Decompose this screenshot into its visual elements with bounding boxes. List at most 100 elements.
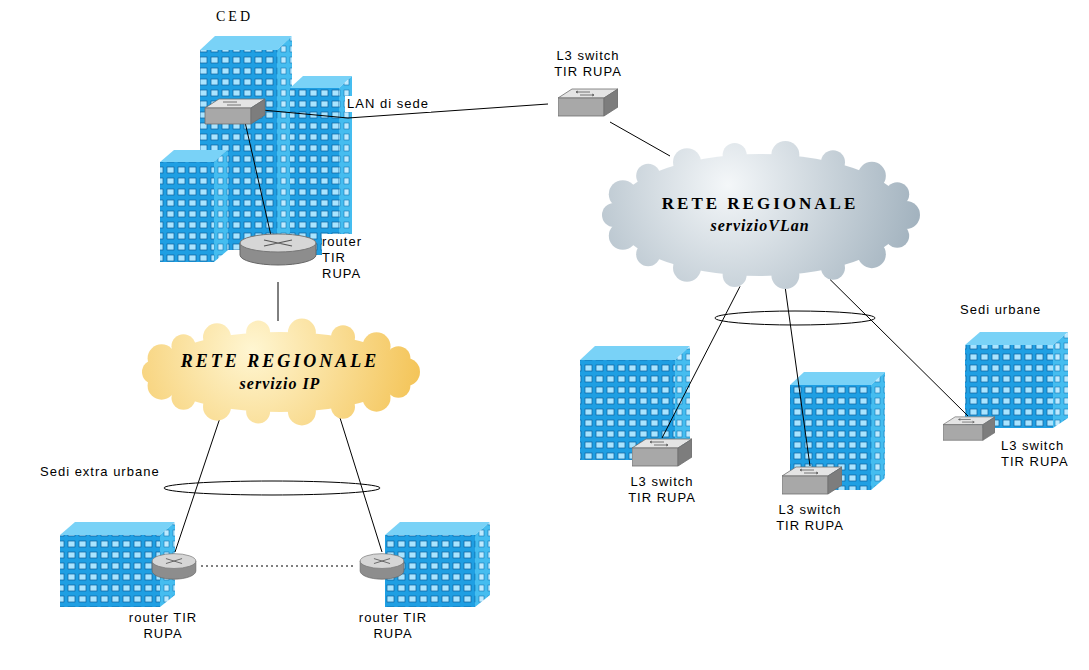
network-link — [830, 279, 968, 416]
urban-building — [580, 360, 675, 460]
router-icon — [374, 559, 390, 564]
router-icon — [240, 234, 316, 252]
cloud-shape — [885, 182, 909, 206]
router-icon — [166, 559, 182, 564]
switch-icon — [558, 98, 604, 116]
cloud-shape — [142, 319, 420, 426]
urban-building — [965, 332, 1068, 345]
network-cloud: RETE REGIONALEservizioVLan — [600, 140, 920, 290]
cloud-shape — [673, 148, 701, 176]
router-icon — [359, 552, 405, 580]
network-cloud: RETE REGIONALEservizio IP — [140, 318, 420, 426]
cloud-shape — [614, 154, 906, 276]
cloud-shape — [858, 240, 886, 268]
router-icon — [359, 552, 405, 580]
dotted-link — [201, 566, 355, 567]
switch-icon — [983, 417, 995, 440]
switch-node: L3 switch TIR RUPA — [943, 416, 1075, 470]
urban-building — [790, 372, 885, 385]
extra-urban-building — [475, 522, 490, 607]
network-link — [278, 282, 279, 321]
cloud-shape — [246, 399, 270, 423]
router-icon — [238, 232, 318, 266]
router-icon — [151, 552, 197, 580]
switch-icon — [782, 466, 842, 496]
ced-switch — [251, 99, 265, 124]
device-label: L3 switch TIR RUPA — [622, 474, 702, 506]
edge-label: LAN di sede — [345, 96, 431, 112]
group-label-holder: Sedi urbane — [960, 302, 1041, 318]
cloud-label: servizioVLan — [710, 215, 809, 237]
switch-icon — [650, 441, 668, 446]
cloud-shape — [723, 263, 747, 287]
cloud-shape — [386, 346, 410, 370]
cloud-shape — [771, 261, 799, 289]
ced-switch — [205, 108, 251, 124]
building-node: CED — [158, 8, 348, 230]
router-icon — [360, 554, 404, 569]
switch-icon — [800, 469, 818, 474]
cloud-shape — [331, 395, 355, 419]
router-node: router TIR RUPA — [355, 552, 431, 644]
urban-building — [580, 346, 690, 360]
switch-icon — [782, 466, 842, 496]
router-icon — [151, 552, 197, 580]
cloud-shape — [288, 319, 316, 347]
cloud-shape — [636, 242, 660, 266]
device-label: L3 switch TIR RUPA — [770, 502, 850, 534]
network-link — [610, 122, 670, 156]
cloud-shape — [602, 141, 920, 289]
cloud-shape — [673, 254, 701, 282]
cloud-shape — [246, 321, 270, 345]
device-label: L3 switch TIR RUPA — [548, 48, 628, 80]
cloud-shape — [821, 150, 845, 174]
cloud-shape — [885, 224, 909, 248]
ced-building — [160, 162, 214, 262]
cloud-shape — [771, 141, 799, 169]
ced-wiring — [245, 110, 348, 240]
ced-building — [200, 36, 292, 50]
network-link — [175, 418, 220, 552]
cloud-shape — [203, 323, 231, 351]
cloud-label: RETE REGIONALE — [181, 350, 380, 373]
cloud-shape — [609, 180, 637, 208]
router-node: router TIR RUPA — [125, 552, 201, 644]
ced-switch — [223, 102, 241, 105]
device-label: CED — [216, 8, 348, 26]
cloud-shape — [288, 397, 316, 425]
cloud-shape — [154, 332, 406, 412]
switch-icon — [943, 416, 995, 442]
switch-icon — [558, 88, 618, 118]
switch-icon — [576, 91, 594, 96]
network-link — [785, 286, 810, 466]
cloud-shape — [723, 143, 747, 167]
router-node: router TIR RUPA — [238, 232, 388, 282]
ced-building — [160, 36, 352, 262]
edge-label-holder: LAN di sede — [345, 96, 431, 112]
cloud-label: servizio IP — [240, 373, 321, 394]
urban-building — [965, 332, 1068, 428]
device-label: router TIR RUPA — [128, 610, 198, 642]
cloud-shape — [331, 325, 355, 349]
urban-building — [965, 345, 1053, 428]
switch-node: L3 switch TIR RUPA — [548, 48, 628, 122]
device-label: router TIR RUPA — [322, 234, 388, 282]
ced-building — [277, 36, 292, 250]
switch-icon — [943, 416, 995, 442]
switch-icon — [632, 448, 678, 466]
switch-icon — [632, 438, 692, 468]
cloud-shape — [600, 140, 920, 290]
urban-building — [1053, 332, 1068, 428]
cloud-shape — [636, 164, 660, 188]
device-label: L3 switch TIR RUPA — [1001, 438, 1073, 470]
cloud-label: RETE REGIONALE — [662, 193, 858, 215]
switch-node: L3 switch TIR RUPA — [770, 466, 850, 540]
cloud-shape — [858, 162, 886, 190]
device-label: router TIR RUPA — [358, 610, 428, 642]
router-icon — [238, 232, 318, 266]
group-ellipse — [715, 311, 875, 325]
cloud-shape — [140, 318, 420, 426]
extra-urban-building — [60, 522, 175, 535]
ced-building — [214, 150, 228, 262]
